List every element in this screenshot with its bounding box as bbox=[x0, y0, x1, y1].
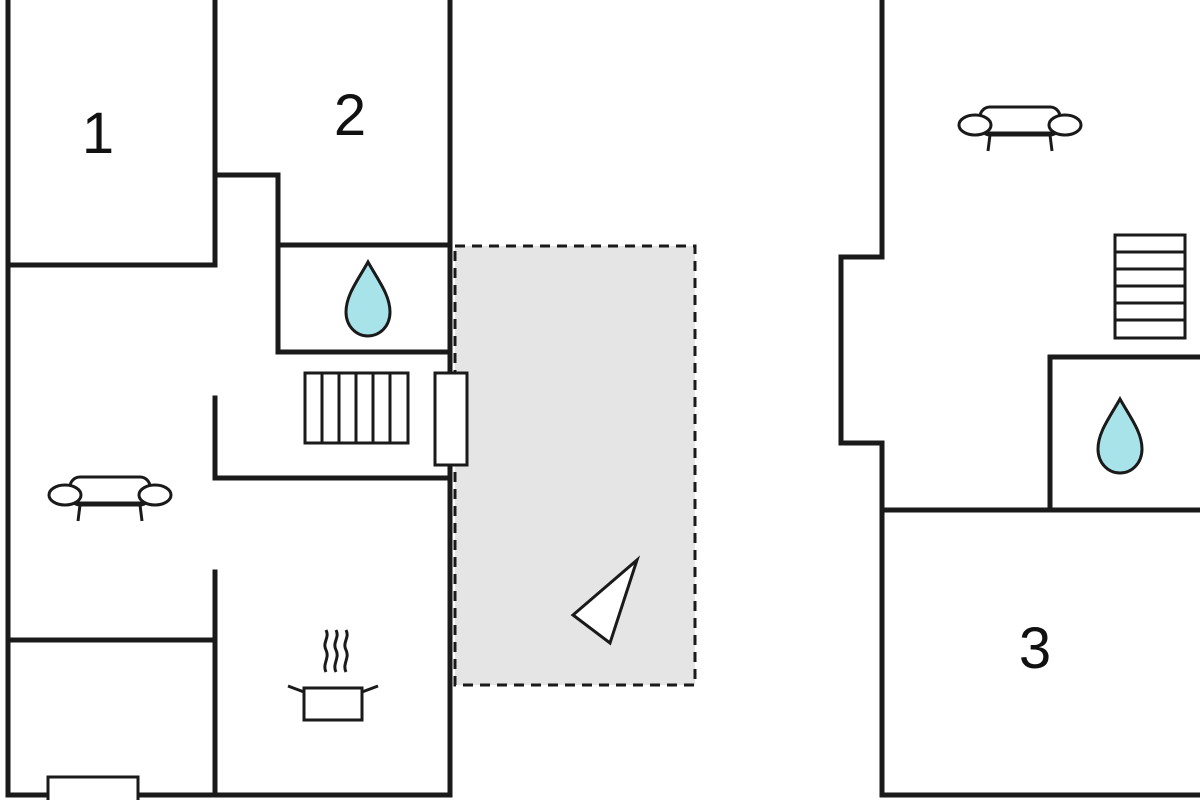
water-drop-icon bbox=[1096, 397, 1144, 475]
stairs-icon bbox=[303, 371, 410, 445]
sofa-icon bbox=[47, 475, 173, 523]
room-label-3: 3 bbox=[1019, 616, 1051, 681]
cooking-pot-icon bbox=[287, 629, 379, 722]
fireplace bbox=[433, 371, 469, 467]
sofa-icon bbox=[957, 105, 1083, 153]
water-drop-icon bbox=[344, 260, 392, 338]
room-label-2: 2 bbox=[334, 83, 366, 148]
room-label-1: 1 bbox=[82, 101, 114, 166]
right-building-walls bbox=[838, 0, 1200, 798]
terrace bbox=[453, 244, 697, 687]
left-building-walls bbox=[5, 0, 453, 798]
entrance-step bbox=[46, 775, 140, 800]
stairs-icon bbox=[1113, 233, 1187, 340]
terrace-triangle-icon bbox=[570, 555, 641, 646]
